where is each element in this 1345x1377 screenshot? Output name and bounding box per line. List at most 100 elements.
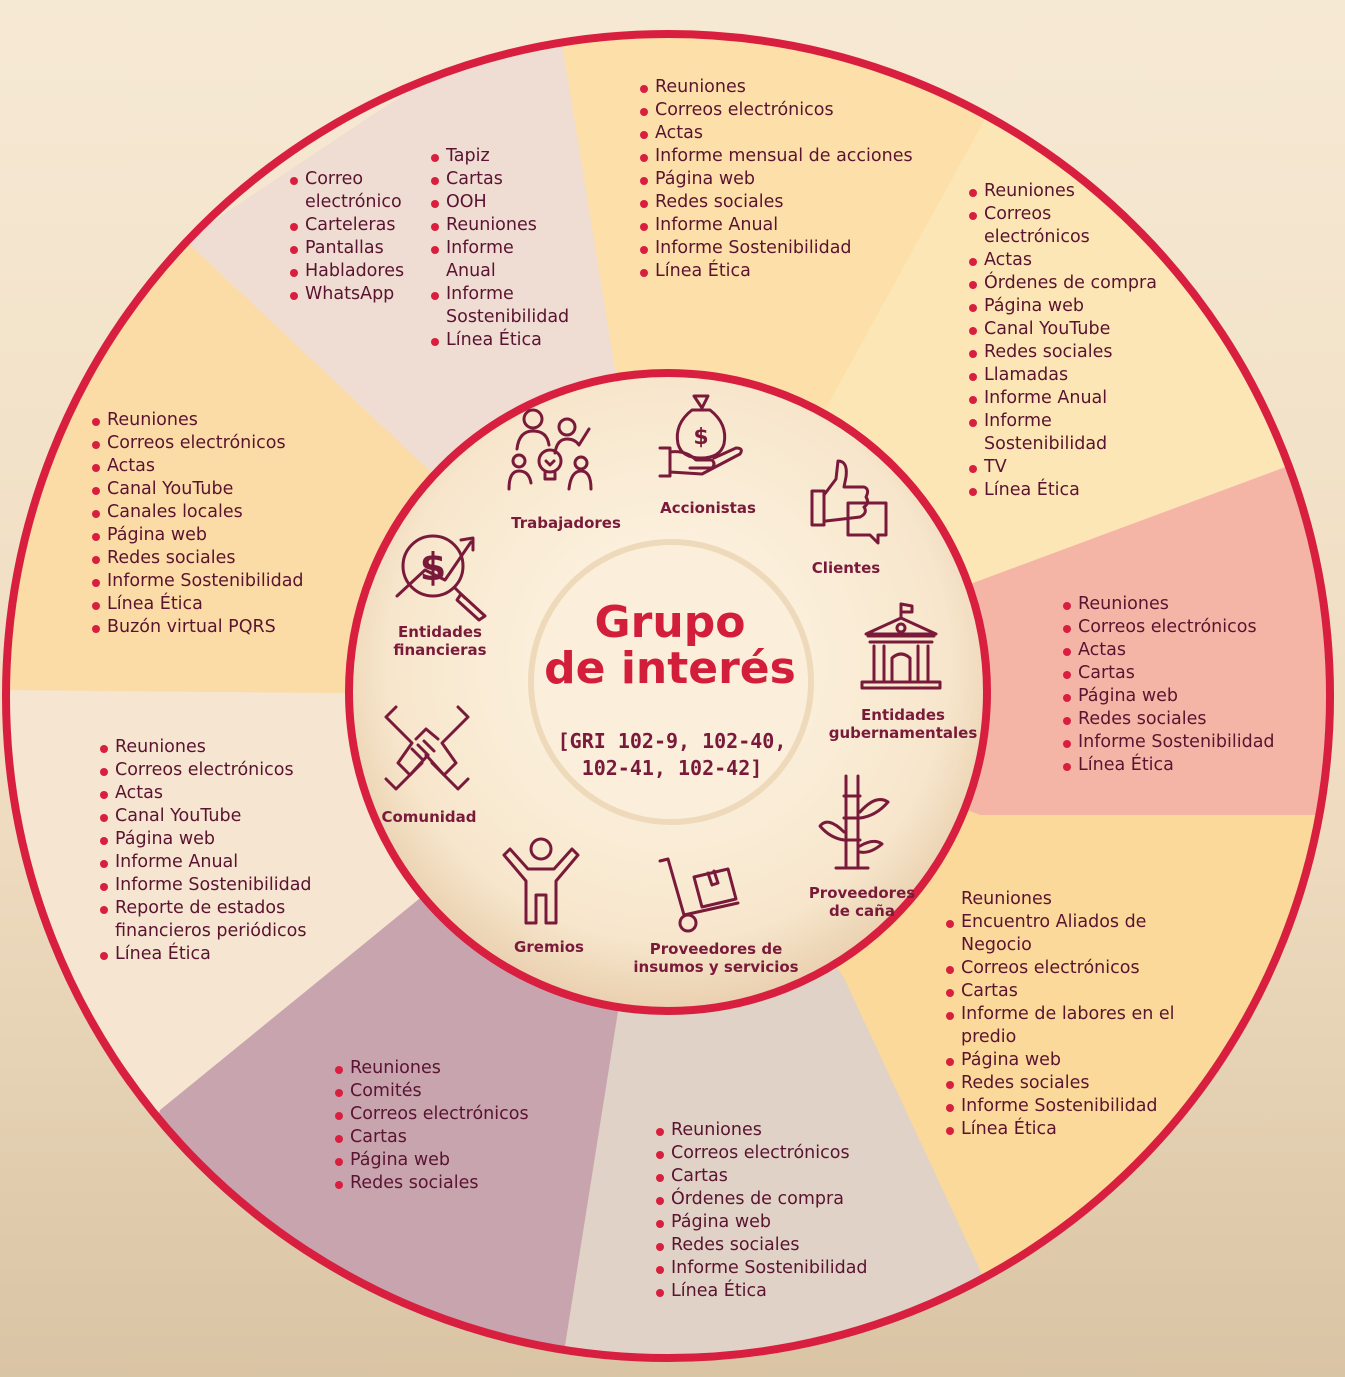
list-item: Redes sociales	[968, 341, 1188, 364]
channels-proveedores-cana: Reuniones Encuentro Aliados de Negocio C…	[945, 888, 1185, 1141]
hand-truck-icon	[658, 857, 740, 933]
list-item: Informe Sostenibilidad	[99, 874, 344, 897]
list-item: Línea Ética	[945, 1118, 1185, 1141]
channels-comunidad: Reuniones Correos electrónicos Actas Can…	[99, 736, 344, 966]
channels-financieras: Reuniones Correos electrónicos Actas Can…	[91, 409, 341, 639]
list-item: Llamadas	[968, 364, 1188, 387]
joined-hands-icon	[384, 705, 470, 791]
list-item: Página web	[945, 1049, 1185, 1072]
list-item: Página web	[655, 1211, 915, 1234]
list-item: Página web	[639, 168, 959, 191]
svg-text:$: $	[693, 425, 708, 450]
group-label-comunidad: Comunidad	[381, 808, 477, 826]
government-building-icon	[860, 602, 942, 690]
list-item: Cartas	[655, 1165, 915, 1188]
list-item: Informe Sostenibilidad	[430, 283, 595, 329]
list-item: Reuniones	[961, 889, 1052, 909]
channels-clientes: Reuniones Correos electrónicos Actas Órd…	[968, 180, 1188, 502]
group-label-accionistas: Accionistas	[660, 499, 756, 517]
list-item: Reuniones	[99, 736, 344, 759]
channels-proveedores-insumos: Reuniones Correos electrónicos Cartas Ór…	[655, 1119, 915, 1303]
list-item: Reuniones	[655, 1119, 915, 1142]
list-item: Actas	[91, 455, 341, 478]
list-item: Línea Ética	[968, 479, 1188, 502]
list-item: Página web	[968, 295, 1188, 318]
team-ideas-icon	[507, 408, 593, 491]
list-item: Informe Sostenibilidad	[968, 410, 1134, 456]
list-item: Informe Sostenibilidad	[655, 1257, 915, 1280]
center-title: Grupo de interés	[544, 600, 796, 692]
channels-trabajadores-col2: Tapiz Cartas OOH Reuniones Informe Anual…	[430, 145, 595, 352]
center-disc	[528, 539, 814, 825]
list-item: Correos electrónicos	[945, 957, 1185, 980]
list-item: Informe Anual	[430, 237, 531, 283]
list-item: Línea Ética	[99, 943, 344, 966]
list-item: Informe Anual	[99, 851, 344, 874]
list-item: Canales locales	[91, 501, 341, 524]
list-item: Reuniones	[430, 214, 595, 237]
list-item: Informe Sostenibilidad	[1062, 731, 1332, 754]
list-item: Actas	[1062, 639, 1332, 662]
gri-reference-line2: 102-41, 102-42]	[581, 756, 763, 780]
list-item: Página web	[334, 1149, 564, 1172]
channels-gremios: Reuniones Comités Correos electrónicos C…	[334, 1057, 564, 1195]
list-item: Redes sociales	[91, 547, 341, 570]
thumbs-up-icon	[810, 459, 888, 545]
list-item: Actas	[99, 782, 344, 805]
list-item: Informe mensual de acciones	[639, 145, 959, 168]
list-item: Reuniones	[91, 409, 341, 432]
sugar-cane-icon	[818, 774, 890, 870]
list-item: Reuniones	[1062, 593, 1332, 616]
list-item: Reuniones	[968, 180, 1188, 203]
list-item: Actas	[639, 122, 959, 145]
outer-ring	[2, 30, 1334, 1362]
list-item: Redes sociales	[334, 1172, 564, 1195]
list-item: Página web	[99, 828, 344, 851]
list-item: Actas	[968, 249, 1188, 272]
list-item: Correos electrónicos	[1062, 616, 1332, 639]
center-title-line2: de interés	[544, 643, 796, 694]
list-item: Correo electrónico	[289, 168, 429, 214]
list-item: Cartas	[430, 168, 595, 191]
list-item: Reporte de estados financieros periódico…	[99, 897, 340, 943]
list-item: Informe de labores en el predio	[945, 1003, 1176, 1049]
money-bag-hand-icon: $	[658, 394, 743, 478]
list-item: Informe Sostenibilidad	[91, 570, 341, 593]
group-label-clientes: Clientes	[811, 559, 881, 577]
channels-trabajadores-col1: Correo electrónico Carteleras Pantallas …	[289, 168, 429, 306]
center-title-line1: Grupo	[594, 597, 746, 648]
list-item: Habladores	[289, 260, 429, 283]
channels-accionistas: Reuniones Correos electrónicos Actas Inf…	[639, 76, 959, 283]
list-item: Redes sociales	[639, 191, 959, 214]
list-item: Línea Ética	[1062, 754, 1332, 777]
gri-reference-line1: [GRI 102-9, 102-40,	[557, 729, 787, 753]
list-item: WhatsApp	[289, 283, 429, 306]
list-item: Canal YouTube	[99, 805, 344, 828]
list-item: Órdenes de compra	[968, 272, 1188, 295]
list-item: Comités	[334, 1080, 564, 1103]
list-item: Línea Ética	[655, 1280, 915, 1303]
group-label-proveedores-insumos: Proveedores de insumos y servicios	[633, 940, 799, 976]
list-item: Correos electrónicos	[91, 432, 341, 455]
list-item: Órdenes de compra	[655, 1188, 915, 1211]
list-item: Canal YouTube	[91, 478, 341, 501]
list-item: Redes sociales	[655, 1234, 915, 1257]
group-label-trabajadores: Trabajadores	[511, 514, 621, 532]
person-arms-up-icon	[502, 837, 580, 925]
list-item: Página web	[91, 524, 341, 547]
group-label-proveedores-cana: Proveedores de caña	[808, 884, 916, 920]
group-label-gremios: Gremios	[514, 938, 584, 956]
gri-reference: [GRI 102-9, 102-40, 102-41, 102-42]	[558, 728, 787, 782]
list-item: Correos electrónicos	[99, 759, 344, 782]
list-item: Correos electrónicos	[968, 203, 1124, 249]
list-item: Tapiz	[430, 145, 595, 168]
list-item: Informe Anual	[968, 387, 1188, 410]
list-item: Correos electrónicos	[334, 1103, 564, 1126]
list-item: Informe Anual	[639, 214, 959, 237]
list-item: Informe Sostenibilidad	[639, 237, 959, 260]
list-item: Encuentro Aliados de Negocio	[945, 911, 1176, 957]
list-item: Carteleras	[289, 214, 429, 237]
list-item: Pantallas	[289, 237, 429, 260]
list-item: Correos electrónicos	[639, 99, 959, 122]
